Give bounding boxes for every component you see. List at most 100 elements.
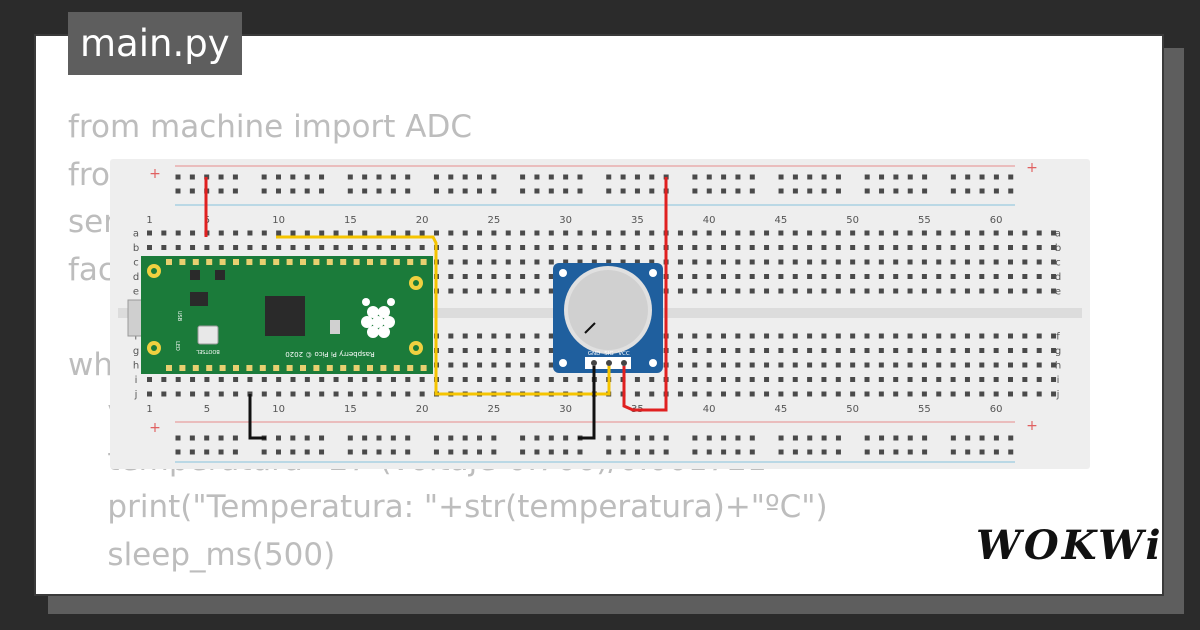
breadboard-hole xyxy=(878,274,884,279)
breadboard-hole xyxy=(821,449,827,455)
breadboard-hole xyxy=(1051,391,1057,397)
breadboard-hole xyxy=(749,348,755,353)
breadboard-hole xyxy=(362,245,368,250)
breadboard-hole xyxy=(807,245,813,250)
breadboard-hole xyxy=(921,274,927,279)
breadboard-hole xyxy=(520,333,526,339)
breadboard-hole xyxy=(204,435,210,441)
breadboard-hole xyxy=(261,391,267,397)
wire-yellow[interactable] xyxy=(276,235,611,396)
breadboard-hole xyxy=(936,259,942,265)
breadboard-hole xyxy=(922,188,928,194)
breadboard-hole xyxy=(577,377,583,382)
potentiometer-knob[interactable] xyxy=(568,270,648,350)
breadboard-hole xyxy=(735,188,741,194)
breadboard-hole xyxy=(850,391,856,397)
pico-pin xyxy=(300,365,306,371)
wire-black[interactable] xyxy=(578,366,596,440)
breadboard-hole xyxy=(950,333,956,339)
breadboard-hole xyxy=(491,230,497,236)
pico-pin xyxy=(179,365,186,371)
breadboard-hole xyxy=(778,245,784,250)
breadboard-hole xyxy=(993,259,999,265)
breadboard-hole xyxy=(721,288,726,294)
breadboard-hole xyxy=(835,245,841,250)
row-letter: j xyxy=(1056,390,1060,401)
breadboard-hole xyxy=(677,333,683,339)
breadboard-hole xyxy=(362,391,368,397)
breadboard-hole xyxy=(548,274,554,279)
breadboard-hole xyxy=(721,348,726,353)
breadboard-hole xyxy=(764,274,770,279)
potentiometer[interactable]: GND SIG VCC xyxy=(553,263,663,373)
breadboard-hole xyxy=(1036,391,1042,397)
row-letter: a xyxy=(133,229,139,240)
breadboard-hole xyxy=(434,230,439,236)
breadboard-hole xyxy=(505,274,511,279)
breadboard-hole xyxy=(520,274,526,279)
breadboard-hole xyxy=(835,230,841,236)
breadboard-hole xyxy=(792,245,798,250)
code-line: sleep_ms(500) xyxy=(68,536,336,573)
breadboard-hole xyxy=(276,174,281,180)
pico-pin xyxy=(206,259,213,265)
wire-red[interactable] xyxy=(622,177,668,412)
breadboard-hole xyxy=(247,377,253,382)
breadboard-hole xyxy=(792,174,798,180)
breadboard-hole xyxy=(477,435,482,441)
breadboard-hole xyxy=(462,377,468,382)
breadboard-hole xyxy=(893,362,899,368)
breadboard-hole xyxy=(835,348,841,353)
breadboard-hole xyxy=(1036,274,1042,279)
breadboard-hole xyxy=(821,259,827,265)
pico-pin xyxy=(166,365,172,371)
breadboard-hole xyxy=(921,230,927,236)
breadboard-hole xyxy=(577,230,583,236)
breadboard-hole xyxy=(735,333,741,339)
breadboard-hole xyxy=(304,391,310,397)
breadboard-hole xyxy=(735,391,741,397)
breadboard-hole xyxy=(749,230,755,236)
breadboard-hole xyxy=(721,391,726,397)
breadboard-hole xyxy=(304,188,310,194)
breadboard-hole xyxy=(1008,362,1013,368)
breadboard-hole xyxy=(1022,245,1028,250)
breadboard-hole xyxy=(807,391,813,397)
breadboard-hole xyxy=(965,435,971,441)
breadboard-hole xyxy=(950,259,956,265)
breadboard-hole xyxy=(276,435,281,441)
breadboard-hole xyxy=(807,449,813,455)
code-line: fro xyxy=(68,156,110,193)
column-number: 55 xyxy=(918,404,931,415)
breadboard-hole xyxy=(965,188,971,194)
breadboard-hole xyxy=(261,377,267,382)
breadboard-hole xyxy=(692,230,698,236)
breadboard-hole xyxy=(175,391,181,397)
breadboard-hole xyxy=(606,245,612,250)
file-tab[interactable]: main.py xyxy=(68,12,242,75)
breadboard-hole xyxy=(821,362,827,368)
breadboard-hole xyxy=(1022,362,1028,368)
raspberry-pi-pico[interactable]: Raspberry Pi Pico © 2020 USB BOOTSEL LED xyxy=(127,256,433,374)
code-line: print("Temperatura: "+str(temperatura)+"… xyxy=(68,489,828,525)
breadboard-hole xyxy=(964,288,970,294)
wire-black[interactable] xyxy=(248,394,266,440)
breadboard-hole xyxy=(807,230,813,236)
breadboard-hole xyxy=(290,435,296,441)
breadboard-hole xyxy=(520,362,526,368)
breadboard-hole xyxy=(462,449,468,455)
breadboard-hole xyxy=(534,435,540,441)
bootsel-button[interactable] xyxy=(197,325,219,345)
breadboard-hole xyxy=(362,188,368,194)
breadboard-hole xyxy=(835,274,841,279)
breadboard-hole xyxy=(721,377,726,382)
breadboard-hole xyxy=(505,230,511,236)
column-number: 30 xyxy=(559,215,572,226)
breadboard-hole xyxy=(864,333,870,339)
breadboard-hole xyxy=(620,230,626,236)
breadboard-hole xyxy=(721,230,726,236)
breadboard-hole xyxy=(807,435,813,441)
breadboard-hole xyxy=(505,245,511,250)
breadboard-hole xyxy=(190,230,196,236)
breadboard-hole xyxy=(1008,274,1013,279)
